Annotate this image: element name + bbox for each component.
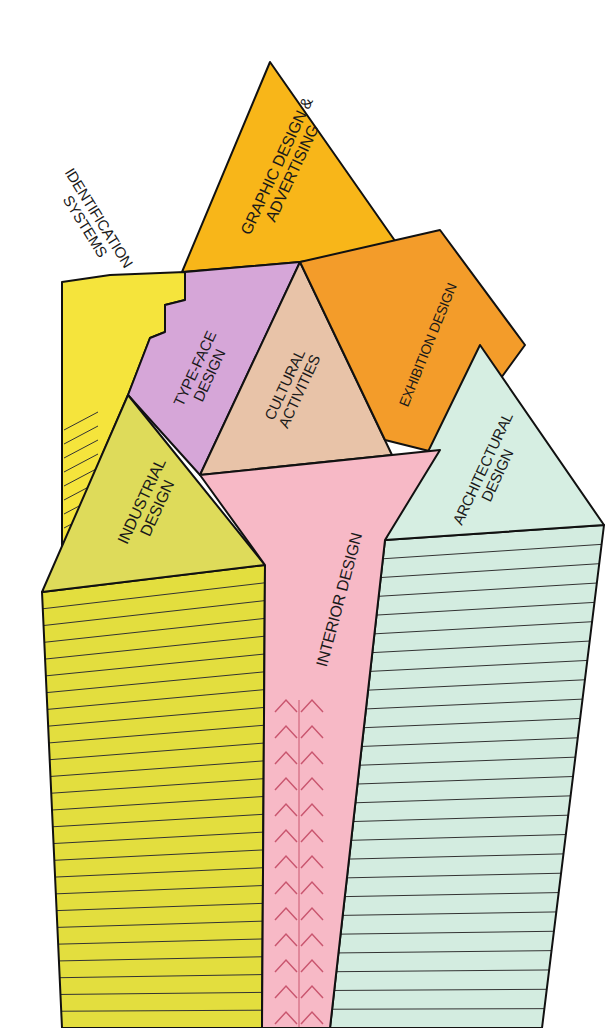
face-outline xyxy=(200,450,440,1028)
face-outline xyxy=(330,345,604,1028)
prism-face: ARCHITECTURAL DESIGN xyxy=(330,345,604,1028)
prism-face: INTERIOR DESIGN xyxy=(200,450,440,1028)
prism-face: GRAPHIC DESIGN & ADVERTISING xyxy=(182,62,400,272)
face-label: IDENTIFICATION SYSTEMS xyxy=(36,146,148,298)
